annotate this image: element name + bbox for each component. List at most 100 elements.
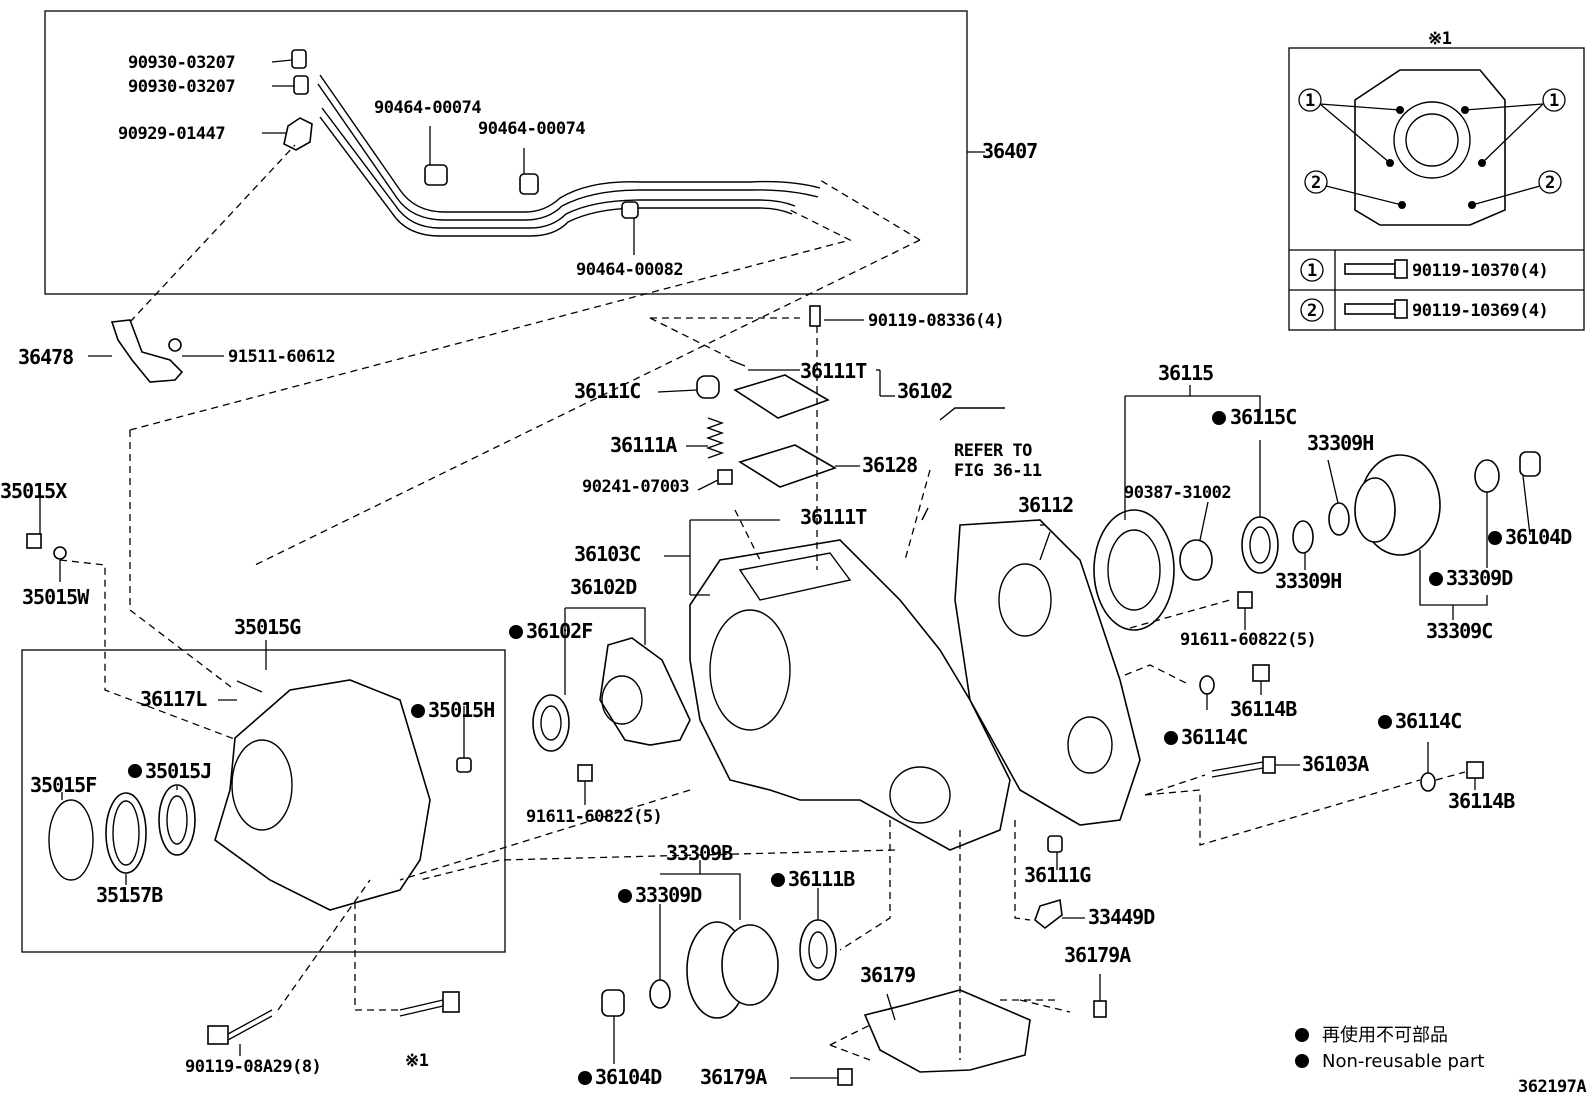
bushing-35157B: [105, 792, 147, 874]
label-91611-60822-a: 91611-60822(5): [526, 807, 662, 827]
label-36114C-a: 36114C: [1181, 725, 1247, 749]
inset-circle-2-right: 2: [1545, 173, 1555, 193]
flange-33309B: [686, 921, 779, 1019]
snap-ring-35015F: [48, 799, 94, 881]
seal-35015J: [158, 784, 196, 856]
extension-housing-35015G: [214, 679, 431, 911]
label-91611-60822-b: 91611-60822(5): [1180, 630, 1316, 650]
extension-housing-box: [21, 649, 506, 953]
nut-36104D-a: [601, 989, 625, 1017]
label-36104D-a: 36104D: [595, 1065, 662, 1089]
label-33309H-a: 33309H: [1307, 431, 1373, 455]
refer-tube: [939, 407, 1005, 421]
inset-circle-1-left: 1: [1305, 91, 1315, 111]
label-90464-00082: 90464-00082: [576, 260, 683, 280]
label-35157B: 35157B: [96, 883, 163, 907]
label-90387-31002: 90387-31002: [1124, 483, 1231, 503]
label-90464-00074-a: 90464-00074: [374, 98, 481, 118]
label-35015X: 35015X: [0, 479, 67, 503]
bolt-90119-08A29: [207, 1009, 273, 1045]
housing-36102D: [599, 637, 691, 746]
label-36103C: 36103C: [574, 542, 640, 566]
gasket-36128: [738, 444, 837, 488]
breather-tubes: [317, 74, 821, 237]
bracket-33449D: [1034, 898, 1063, 930]
gasket-35015W: [53, 546, 67, 560]
bolt-36179A-b: [1093, 1000, 1107, 1018]
seal-36102F: [532, 694, 570, 752]
label-33309D-b: 33309D: [1446, 566, 1513, 590]
pin-35015H: [456, 757, 472, 773]
label-36179: 36179: [860, 963, 915, 987]
flange-33309C: [1354, 454, 1441, 556]
transfer-case-36103C: [689, 539, 1011, 851]
label-33309C: 33309C: [1426, 619, 1492, 643]
label-90241-07003: 90241-07003: [582, 477, 689, 497]
label-36111T-b: 36111T: [800, 505, 867, 529]
bolt-36114B-b: [1466, 761, 1484, 779]
bracket-36478: [110, 319, 184, 383]
washer-36114C-a: [1199, 675, 1215, 695]
label-36179A-b: 36179A: [1064, 943, 1131, 967]
pin-36111G: [1047, 835, 1063, 853]
label-90119-08A29: 90119-08A29(8): [185, 1057, 321, 1077]
label-36114C-b: 36114C: [1395, 709, 1461, 733]
inset-row1-part: 90119-10370(4): [1412, 261, 1548, 281]
label-90930-03207-b: 90930-03207: [128, 77, 235, 97]
label-35015J: 35015J: [145, 759, 211, 783]
label-90929-01447: 90929-01447: [118, 124, 225, 144]
label-33309D-a: 33309D: [635, 883, 702, 907]
leader-lines: [39, 59, 1531, 1079]
plug-90241: [717, 469, 733, 485]
bolt-91511: [168, 338, 182, 352]
label-90464-00074-b: 90464-00074: [478, 119, 585, 139]
washer-36114C-b: [1420, 772, 1436, 792]
dashed-lines: [59, 144, 1466, 1061]
label-36102F: 36102F: [526, 619, 592, 643]
label-refer-to: REFER TO: [954, 441, 1032, 461]
washer-33309D-b: [1474, 459, 1500, 493]
inset-row2-circle: 2: [1307, 301, 1317, 321]
label-35015H: 35015H: [428, 698, 494, 722]
bolt-91611-a: [577, 764, 593, 782]
bolt-ref1-bottom: [399, 991, 460, 1017]
plate-36112: [954, 519, 1141, 826]
label-36117L: 36117L: [140, 687, 207, 711]
inset-bolt-table: [1288, 47, 1585, 331]
bolt-36179A-a: [837, 1068, 853, 1086]
bolt-36103A: [1211, 756, 1276, 778]
label-33309B: 33309B: [666, 841, 733, 865]
legend-english: Non-reusable part: [1322, 1051, 1484, 1072]
label-35015G: 35015G: [234, 615, 301, 639]
washer-33309D: [649, 979, 671, 1009]
non-reusable-bullets: [128, 411, 1502, 1085]
label-90119-08336: 90119-08336(4): [868, 311, 1004, 331]
bolt-36114B-a: [1252, 664, 1270, 682]
label-36104D-b: 36104D: [1505, 525, 1572, 549]
bearing-36115C: [1241, 516, 1279, 574]
plug-35015X: [26, 533, 42, 549]
figure-id: 362197A: [1518, 1077, 1586, 1097]
skid-36179: [863, 989, 1031, 1073]
bolt-90119-08336: [809, 305, 821, 327]
ring-33309H-a: [1292, 520, 1314, 554]
label-36114B-b: 36114B: [1448, 789, 1515, 813]
nut-36104D-b: [1519, 451, 1541, 477]
label-33309H-b: 33309H: [1275, 569, 1341, 593]
label-36102: 36102: [897, 379, 952, 403]
clips: [283, 49, 639, 219]
plug-36111C: [696, 375, 720, 399]
spring-36111A: [705, 417, 725, 459]
label-36111C: 36111C: [574, 379, 640, 403]
label-36179A-a: 36179A: [700, 1065, 767, 1089]
inset-row2-part: 90119-10369(4): [1412, 301, 1548, 321]
label-33449D: 33449D: [1088, 905, 1155, 929]
label-fig-36-11: FIG 36-11: [954, 461, 1042, 481]
pin-36117L: [236, 680, 263, 693]
bolt-91611-b: [1237, 591, 1253, 609]
label-36114B-a: 36114B: [1230, 697, 1297, 721]
label-36115: 36115: [1158, 361, 1213, 385]
bushing-90387: [1179, 539, 1213, 581]
label-36112: 36112: [1018, 493, 1073, 517]
